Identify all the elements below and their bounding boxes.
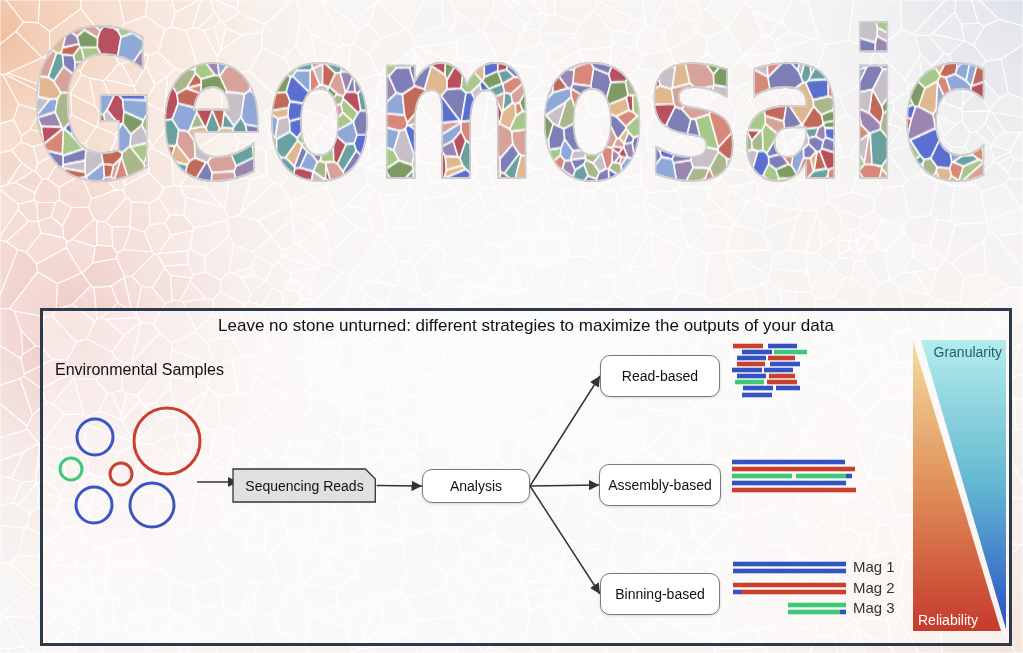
sequence-bar bbox=[742, 393, 772, 398]
sequence-bars bbox=[732, 344, 856, 615]
process-box: Analysis bbox=[422, 469, 530, 503]
title: Geomosaic bbox=[29, 4, 994, 210]
sequence-bar bbox=[733, 569, 846, 574]
box-label: Assembly-based bbox=[608, 477, 712, 493]
section-label: Environmental Samples bbox=[55, 361, 224, 379]
data-box: Sequencing Reads bbox=[232, 468, 376, 503]
strategy-box: Binning-based bbox=[600, 573, 720, 615]
sequence-bar bbox=[796, 474, 846, 479]
flow-arrow bbox=[530, 376, 600, 486]
sequence-bar bbox=[768, 344, 797, 349]
panel-heading: Leave no stone unturned: different strat… bbox=[43, 316, 1009, 336]
flag-shape bbox=[233, 469, 375, 502]
sample-circle bbox=[110, 463, 132, 485]
sequence-bar bbox=[770, 362, 800, 367]
sequence-bar bbox=[733, 583, 846, 588]
sequence-bar bbox=[732, 460, 845, 465]
sequence-bar bbox=[733, 344, 763, 349]
flow-arrow bbox=[530, 485, 599, 486]
panel-ground bbox=[40, 308, 1012, 646]
shape-outline bbox=[913, 341, 1001, 631]
sample-arrow bbox=[197, 481, 238, 483]
box-label: Binning-based bbox=[615, 586, 705, 602]
mag-label: Mag 3 bbox=[853, 599, 895, 616]
reliability-triangle: Reliability bbox=[913, 341, 1001, 631]
sequence-bar bbox=[769, 374, 795, 379]
box-label: Read-based bbox=[622, 368, 698, 384]
flow-arrow bbox=[377, 485, 422, 487]
sequence-bar bbox=[788, 610, 840, 615]
sequence-bar bbox=[840, 610, 846, 615]
sample-circle bbox=[76, 487, 112, 523]
axis-label: Granularity bbox=[934, 344, 1002, 360]
sequence-bar bbox=[743, 386, 773, 391]
sample-circle bbox=[60, 458, 82, 480]
sequence-bar bbox=[742, 350, 772, 355]
mag-label: Mag 1 bbox=[853, 558, 895, 575]
sequence-bar bbox=[732, 467, 855, 472]
sample-circles bbox=[60, 408, 200, 527]
sequence-bar bbox=[737, 362, 765, 367]
sequence-bar bbox=[732, 474, 792, 479]
mag-label: Mag 2 bbox=[853, 579, 895, 596]
box-label: Sequencing Reads bbox=[245, 478, 363, 494]
sequence-bar bbox=[788, 603, 846, 608]
sequence-bar bbox=[732, 488, 856, 493]
box-label: Analysis bbox=[450, 478, 502, 494]
sequence-bar bbox=[741, 590, 846, 595]
sequence-bar bbox=[732, 368, 762, 373]
strategy-box: Assembly-based bbox=[599, 464, 721, 506]
sequence-bar bbox=[733, 562, 846, 567]
sample-circle bbox=[134, 408, 200, 474]
sequence-bar bbox=[767, 380, 797, 385]
sequence-bar bbox=[774, 350, 807, 355]
flow-arrow bbox=[530, 486, 600, 594]
gradient-triangle bbox=[913, 341, 1001, 631]
sample-circle bbox=[77, 419, 113, 455]
sample-circle bbox=[130, 483, 174, 527]
sequence-bar bbox=[735, 380, 764, 385]
sequence-bar bbox=[768, 356, 795, 361]
sequence-bar bbox=[846, 474, 852, 479]
strategy-box: Read-based bbox=[600, 355, 720, 397]
sequence-bar bbox=[737, 374, 766, 379]
sequence-bar bbox=[733, 590, 741, 595]
sequence-bar bbox=[737, 356, 766, 361]
sequence-bar bbox=[776, 386, 800, 391]
sequence-bar bbox=[764, 368, 793, 373]
axis-label: Reliability bbox=[918, 612, 978, 628]
sequence-bar bbox=[732, 481, 846, 486]
